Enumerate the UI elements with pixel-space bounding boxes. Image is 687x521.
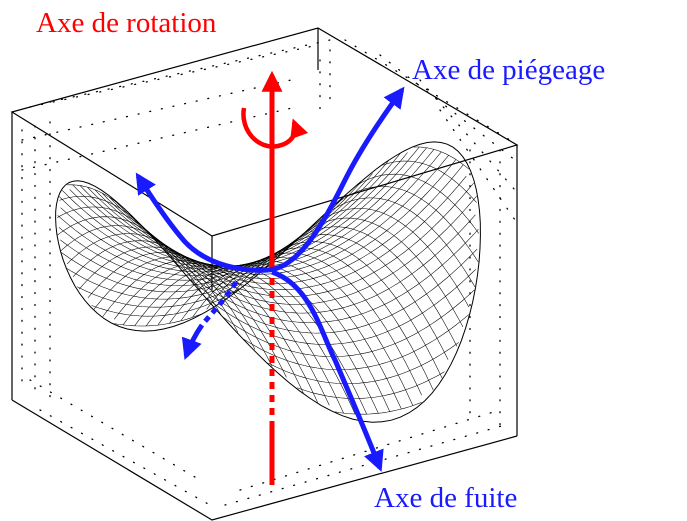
escape-axis <box>181 269 384 472</box>
saddle-surface-mesh <box>55 141 481 423</box>
trapping-axis <box>135 86 405 273</box>
rotation-direction-arrow <box>241 107 309 149</box>
trapping-axis-curve-right <box>267 86 405 273</box>
trapping-axis-label: Axe de piégeage <box>412 54 605 86</box>
rotation-axis <box>241 70 309 485</box>
trapping-axis-curve <box>135 172 269 273</box>
rotation-axis-label: Axe de rotation <box>36 7 217 39</box>
escape-axis-curve <box>271 269 384 472</box>
escape-axis-curve-left <box>181 323 205 360</box>
escape-axis-label: Axe de fuite <box>374 482 517 514</box>
escape-axis-hidden-part <box>200 280 239 327</box>
